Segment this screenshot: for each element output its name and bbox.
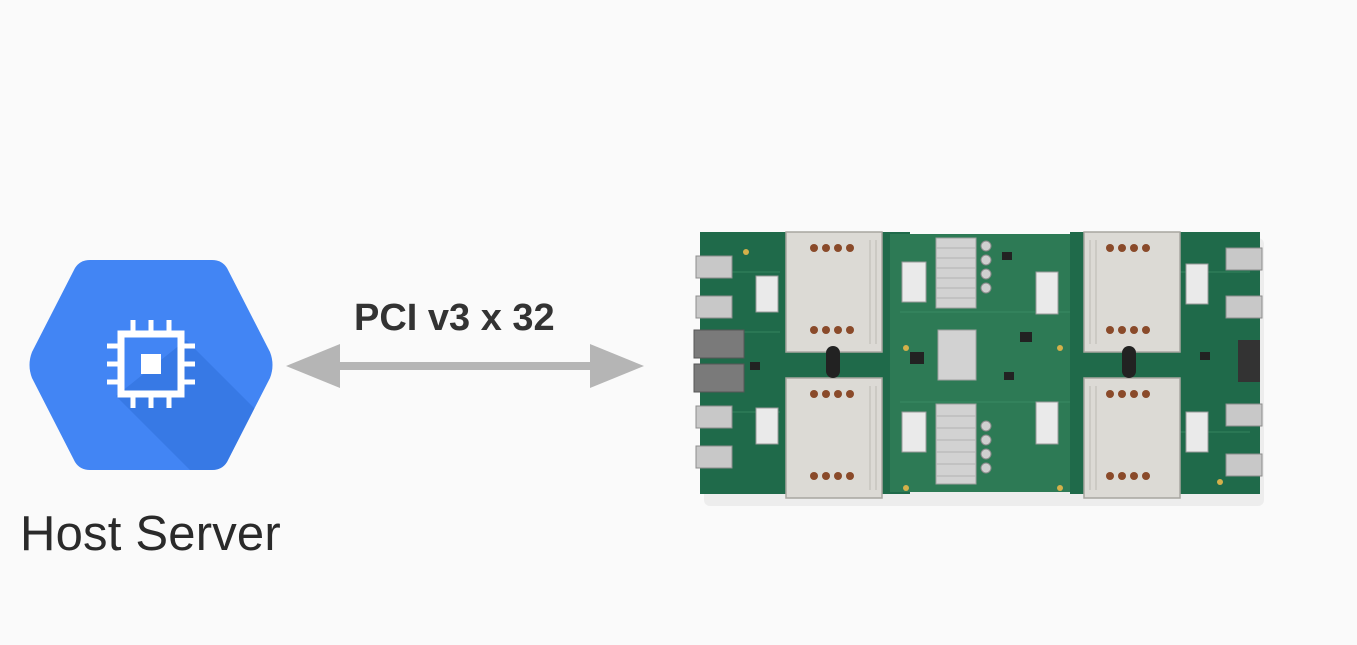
pci-link-label: PCI v3 x 32 [354,297,555,339]
host-server-label: Host Server [20,507,281,561]
tpu-board-photo [693,231,1264,506]
cpu-chip-icon [29,260,273,470]
double-arrow-icon [286,344,644,388]
